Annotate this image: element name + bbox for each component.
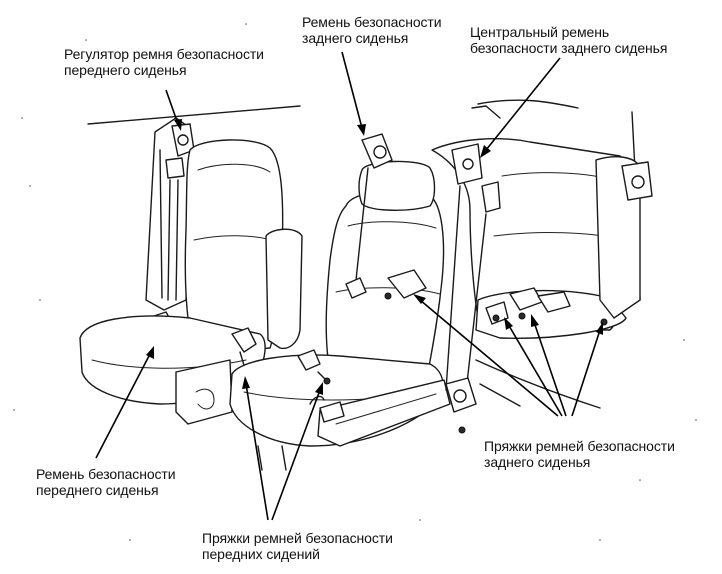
- front-right-backrest: [325, 189, 445, 373]
- rear-belt-anchor: [345, 277, 367, 299]
- buckle-bolt-2: [323, 377, 331, 385]
- leader-rear-buckle-3: [533, 321, 567, 417]
- rear-center-belt: [445, 143, 501, 434]
- adjuster-bolt: [177, 134, 189, 146]
- front-left-buckle: [231, 327, 257, 353]
- leader-rear-buckle-4: [571, 329, 601, 417]
- label-rear-buckles-line2: заднего сиденья: [484, 454, 591, 470]
- arrow-rear-buckle-2: [504, 317, 513, 330]
- center-belt-webbing-left: [445, 185, 461, 391]
- label-rear-seat-belt: Ремень безопасности заднего сиденья: [302, 14, 442, 46]
- print-specks: [13, 23, 697, 541]
- arrow-front-belt: [146, 346, 154, 359]
- backrest-seam-3: [347, 221, 437, 229]
- front-left-seat: [79, 139, 303, 425]
- center-floor-bolt: [458, 426, 466, 434]
- rear-right-retractor: [621, 161, 653, 201]
- label-front-seat-belt-line1: Ремень безопасности: [36, 466, 176, 482]
- label-front-buckles: Пряжки ремней безопасности передних сиде…: [202, 530, 393, 562]
- rail-line: [335, 393, 437, 425]
- rear-buckle-3: [485, 301, 509, 325]
- label-rear-center-belt: Центральный ремень безопасности заднего …: [470, 24, 667, 56]
- rear-pillar-top: [471, 105, 501, 119]
- arrow-rear-center: [480, 145, 491, 158]
- belt-guide: [165, 157, 185, 179]
- b-pillar-edge: [159, 149, 163, 299]
- center-anchor-bolt: [453, 389, 467, 403]
- label-rear-center-belt-line1: Центральный ремень: [470, 24, 610, 40]
- center-belt-lower-anchor: [445, 377, 477, 413]
- roof-line: [87, 105, 301, 125]
- front-right-headrest: [358, 160, 436, 211]
- rear-left-belt: [345, 133, 427, 300]
- floor-line-right-2: [479, 383, 521, 407]
- backrest-seam-1: [197, 163, 271, 173]
- center-belt-guide: [481, 181, 501, 213]
- center-belt-retractor: [451, 143, 483, 185]
- label-rear-seat-belt-line2: заднего сиденья: [302, 30, 409, 46]
- label-rear-center-belt-line2: безопасности заднего сиденья: [470, 40, 668, 56]
- rear-belt-webbing: [355, 167, 369, 281]
- arrow-rear-belt: [357, 124, 366, 136]
- leader-front-buckle-1: [245, 383, 269, 521]
- rear-roof-line: [477, 99, 579, 109]
- front-left-seat-side: [175, 359, 233, 425]
- front-right-seat-rail: [317, 379, 451, 447]
- label-front-belt-adjuster: Регулятор ремня безопасности переднего с…: [64, 46, 264, 78]
- arrow-front-buckle-1: [242, 376, 250, 389]
- rear-left-buckle: [387, 269, 427, 299]
- rear-buckle-bolt: [384, 292, 392, 300]
- leader-rear-belt: [341, 51, 363, 129]
- label-rear-buckles-line1: Пряжки ремней безопасности: [484, 438, 675, 454]
- center-belt-bolt: [462, 158, 474, 170]
- front-left-armrest: [265, 228, 303, 350]
- leader-front-adjuster: [165, 89, 179, 125]
- front-right-seat: [229, 160, 451, 471]
- leader-front-belt: [95, 353, 151, 459]
- seat-legs: [257, 445, 287, 471]
- rear-buckle-bolt-1: [492, 314, 500, 322]
- floor-line-right: [475, 359, 601, 409]
- seat-recliner: [195, 388, 215, 410]
- rear-buckle-bolt-2: [518, 312, 526, 320]
- rear-right-retractor-bolt: [631, 175, 645, 189]
- label-front-belt-adjuster-line1: Регулятор ремня безопасности: [64, 46, 264, 62]
- label-rear-buckles: Пряжки ремней безопасности заднего сиден…: [484, 438, 675, 470]
- arrow-front-adjuster: [174, 119, 182, 131]
- arrow-rear-buckle-3: [531, 314, 539, 327]
- center-belt-webbing-right: [465, 213, 487, 393]
- rear-belt-retractor: [361, 133, 393, 169]
- arrow-rear-buckle-4: [596, 322, 603, 335]
- seat-connector: [319, 401, 345, 423]
- label-front-seat-belt-line2: переднего сиденья: [36, 482, 159, 498]
- leader-rear-center: [485, 57, 561, 151]
- backrest-seam-4: [335, 287, 441, 295]
- rear-cushion: [475, 289, 627, 339]
- front-belt-webbing-left: [167, 179, 171, 301]
- leader-front-buckle-2: [271, 389, 321, 521]
- label-front-seat-belt: Ремень безопасности переднего сиденья: [36, 466, 176, 498]
- rear-belt-bolt: [373, 145, 387, 159]
- leader-rear-buckle-1: [419, 299, 559, 417]
- label-front-buckles-line1: Пряжки ремней безопасности: [202, 530, 393, 546]
- front-belt-webbing-right: [175, 179, 179, 301]
- label-front-buckles-line2: передних сидений: [202, 546, 320, 562]
- callout-lines: [95, 51, 603, 521]
- leader-rear-buckle-2: [507, 323, 563, 417]
- label-front-belt-adjuster-line2: переднего сиденья: [64, 62, 187, 78]
- front-right-buckle: [297, 349, 321, 371]
- arrow-front-buckle-2: [315, 382, 323, 395]
- arrow-rear-buckle-1: [413, 294, 426, 304]
- label-rear-seat-belt-line1: Ремень безопасности: [302, 14, 442, 30]
- rear-buckle-2: [537, 291, 571, 313]
